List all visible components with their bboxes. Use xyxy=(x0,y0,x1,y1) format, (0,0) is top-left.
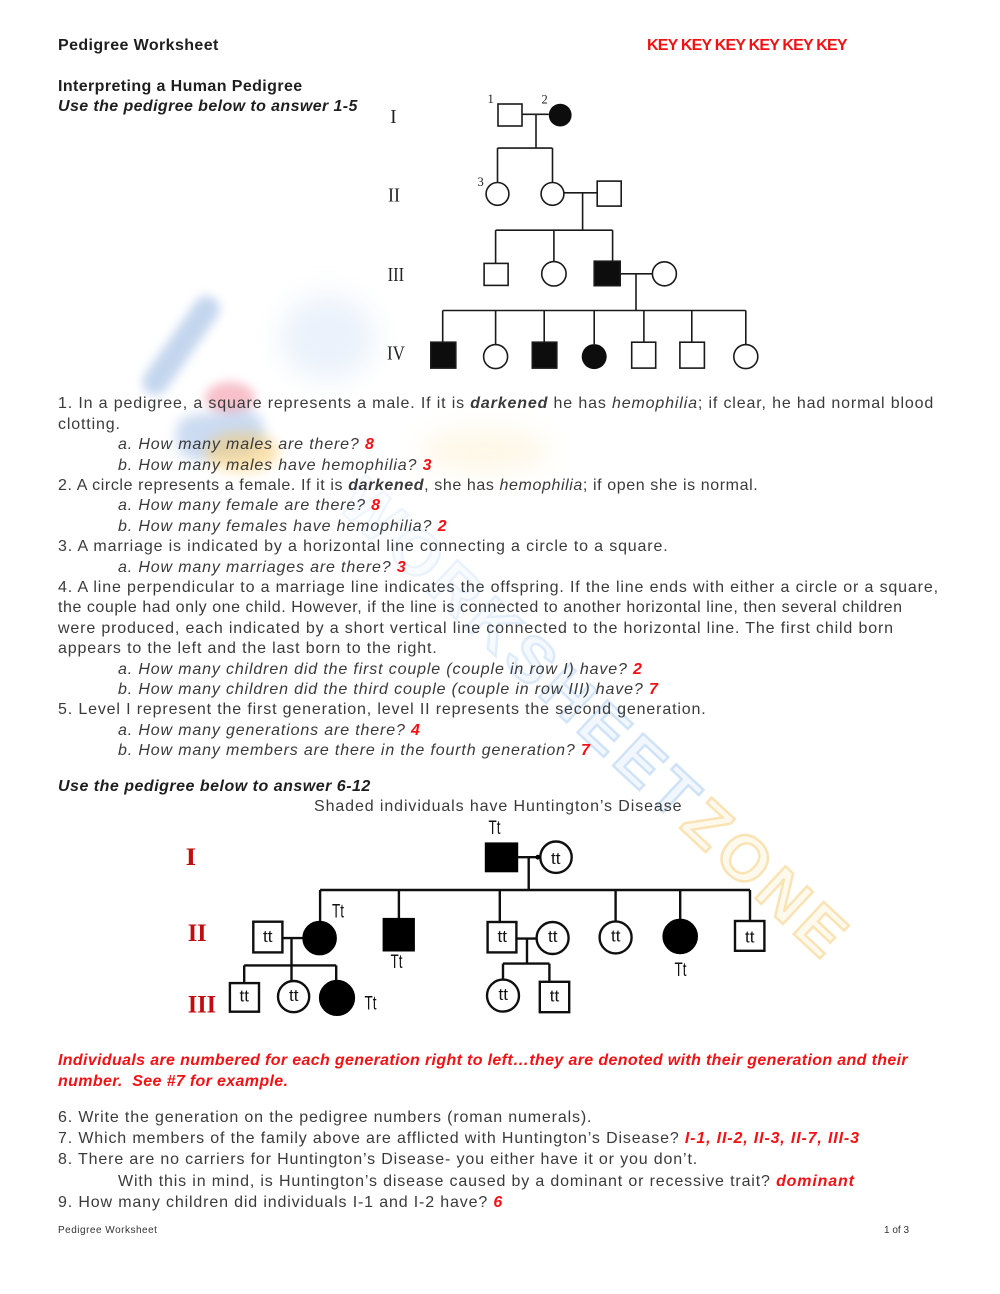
svg-text:tt: tt xyxy=(498,927,508,946)
svg-text:Tt: Tt xyxy=(391,952,404,973)
svg-text:III: III xyxy=(388,264,405,286)
svg-text:I: I xyxy=(390,106,396,128)
svg-text:tt: tt xyxy=(499,985,509,1004)
svg-text:Tt: Tt xyxy=(332,901,345,922)
svg-text:tt: tt xyxy=(548,927,558,946)
svg-text:tt: tt xyxy=(611,927,621,946)
svg-text:3: 3 xyxy=(478,175,484,189)
svg-text:tt: tt xyxy=(263,927,273,946)
svg-text:2: 2 xyxy=(542,93,548,107)
svg-text:Tt: Tt xyxy=(365,994,378,1015)
svg-text:tt: tt xyxy=(550,986,560,1005)
svg-text:II: II xyxy=(388,185,400,207)
svg-text:tt: tt xyxy=(289,986,299,1005)
svg-text:Tt: Tt xyxy=(489,818,502,839)
svg-text:tt: tt xyxy=(551,849,561,868)
svg-text:tt: tt xyxy=(240,987,250,1006)
svg-text:I: I xyxy=(186,844,197,871)
svg-text:II: II xyxy=(188,920,207,947)
svg-text:IV: IV xyxy=(387,343,405,365)
svg-text:Tt: Tt xyxy=(675,960,688,981)
svg-text:tt: tt xyxy=(745,927,755,946)
svg-text:III: III xyxy=(188,992,217,1019)
svg-text:1: 1 xyxy=(488,92,494,106)
